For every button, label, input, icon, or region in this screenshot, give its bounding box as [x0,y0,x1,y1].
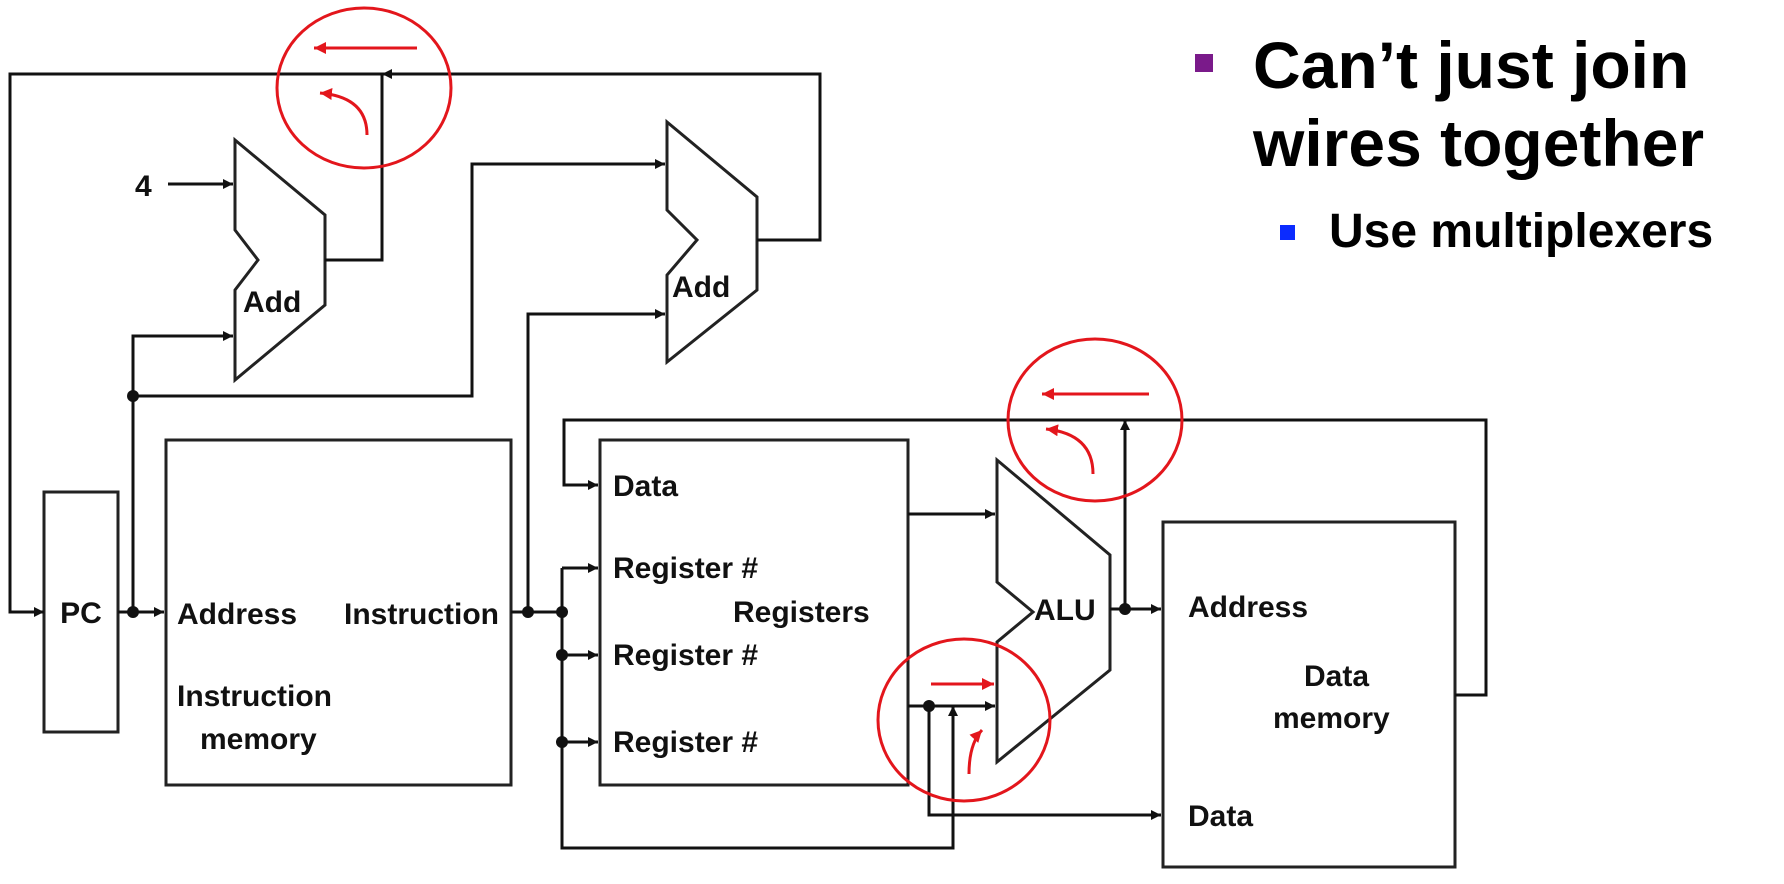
bullet-list: Can’t just join wires together Use multi… [1195,26,1713,260]
conflict-highlight-writeback [1006,337,1184,503]
wire-reg-to-dmem-data [927,706,1161,820]
bullet-main-text: Can’t just join wires together [1253,26,1704,182]
dmem-name-line1: Data [1304,660,1369,693]
alu-shape [995,456,1112,766]
imem-instruction-label: Instruction [344,598,499,631]
red-arrow-curved [319,88,369,136]
adder-branch-target [665,118,759,366]
junction-dot [127,606,139,618]
wire-branch-feedback [382,69,822,242]
imem-name-line1: Instruction [177,680,332,713]
reg-number-label: Register # [613,639,758,672]
wire-pc-to-adder [131,331,233,612]
red-arrow-curved [1045,424,1095,475]
sub-bullet-marker [1280,224,1295,240]
constant-four-label: 4 [135,170,152,203]
junction-dot [556,649,568,661]
wire-dmem-writeback [562,418,1488,697]
bullet-sub: Use multiplexers [1280,204,1713,260]
junction-dot [127,390,139,402]
reg-number-label: Register # [613,726,758,759]
register-file [598,438,910,787]
adder-label: Add [243,286,301,319]
conflict-highlight-alu-input [876,637,1052,803]
pc-label: PC [60,597,102,630]
junction-dot [556,606,568,618]
dmem-name-line2: memory [1273,702,1390,735]
junction-dot [923,700,935,712]
imem-name-line2: memory [200,723,317,756]
alu-label: ALU [1034,594,1096,627]
reg-data-label: Data [613,470,678,503]
wire-instruction-to-alu [560,706,958,850]
dmem-address-label: Address [1188,591,1308,624]
bullet-main-line2: wires together [1253,106,1705,180]
junction-dot [522,606,534,618]
dmem-data-label: Data [1188,800,1253,833]
adder-pc-increment [233,136,327,384]
imem-address-label: Address [177,598,297,631]
wire-instruction-to-branch-adder [526,309,665,612]
bullet-main: Can’t just join wires together [1195,26,1713,182]
bullet-marker [1195,54,1213,72]
wire-pc-increment-feedback [8,72,384,617]
junction-dot [556,736,568,748]
bullet-main-line1: Can’t just join [1253,28,1690,102]
adder-label: Add [672,271,730,304]
registers-name-label: Registers [733,596,870,629]
bullet-sub-text: Use multiplexers [1329,205,1714,258]
red-arrow-curved [967,728,984,775]
conflict-highlight-pc [275,6,453,170]
wire-pc-to-branch-adder [133,159,665,398]
reg-number-label: Register # [613,552,758,585]
junction-dot [1119,603,1131,615]
